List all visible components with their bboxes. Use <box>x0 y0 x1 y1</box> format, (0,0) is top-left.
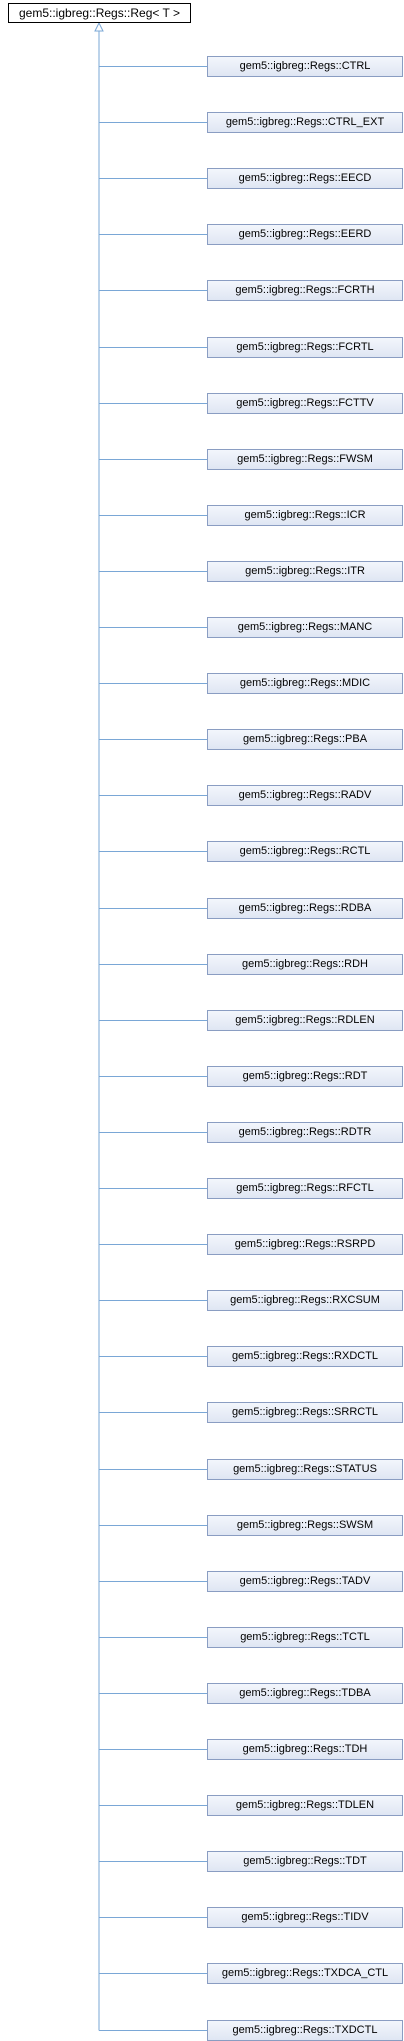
base-class-node[interactable]: gem5::igbreg::Regs::Reg< T > <box>8 3 191 23</box>
derived-class-node[interactable]: gem5::igbreg::Regs::SWSM <box>207 1515 403 1536</box>
derived-class-node[interactable]: gem5::igbreg::Regs::TCTL <box>207 1627 403 1648</box>
derived-class-node[interactable]: gem5::igbreg::Regs::RDH <box>207 954 403 975</box>
derived-class-node[interactable]: gem5::igbreg::Regs::TDBA <box>207 1683 403 1704</box>
derived-class-node[interactable]: gem5::igbreg::Regs::RDBA <box>207 898 403 919</box>
derived-class-node[interactable]: gem5::igbreg::Regs::FCRTL <box>207 337 403 358</box>
derived-class-node[interactable]: gem5::igbreg::Regs::MANC <box>207 617 403 638</box>
derived-class-node[interactable]: gem5::igbreg::Regs::RADV <box>207 785 403 806</box>
derived-class-node[interactable]: gem5::igbreg::Regs::RFCTL <box>207 1178 403 1199</box>
derived-class-node[interactable]: gem5::igbreg::Regs::RXCSUM <box>207 1290 403 1311</box>
derived-class-node[interactable]: gem5::igbreg::Regs::TADV <box>207 1571 403 1592</box>
derived-class-node[interactable]: gem5::igbreg::Regs::RCTL <box>207 841 403 862</box>
derived-class-node[interactable]: gem5::igbreg::Regs::RDLEN <box>207 1010 403 1031</box>
derived-class-node[interactable]: gem5::igbreg::Regs::FWSM <box>207 449 403 470</box>
derived-class-node[interactable]: gem5::igbreg::Regs::CTRL <box>207 56 403 77</box>
derived-class-node[interactable]: gem5::igbreg::Regs::SRRCTL <box>207 1402 403 1423</box>
derived-class-node[interactable]: gem5::igbreg::Regs::TIDV <box>207 1907 403 1928</box>
derived-class-node[interactable]: gem5::igbreg::Regs::ICR <box>207 505 403 526</box>
derived-class-node[interactable]: gem5::igbreg::Regs::MDIC <box>207 673 403 694</box>
derived-class-node[interactable]: gem5::igbreg::Regs::TDT <box>207 1851 403 1872</box>
derived-class-node[interactable]: gem5::igbreg::Regs::CTRL_EXT <box>207 112 403 133</box>
derived-class-node[interactable]: gem5::igbreg::Regs::PBA <box>207 729 403 750</box>
derived-class-node[interactable]: gem5::igbreg::Regs::RSRPD <box>207 1234 403 1255</box>
derived-class-node[interactable]: gem5::igbreg::Regs::FCRTH <box>207 280 403 301</box>
derived-class-node[interactable]: gem5::igbreg::Regs::EECD <box>207 168 403 189</box>
derived-class-node[interactable]: gem5::igbreg::Regs::RDTR <box>207 1122 403 1143</box>
derived-class-node[interactable]: gem5::igbreg::Regs::RXDCTL <box>207 1346 403 1367</box>
derived-class-node[interactable]: gem5::igbreg::Regs::STATUS <box>207 1459 403 1480</box>
derived-class-node[interactable]: gem5::igbreg::Regs::RDT <box>207 1066 403 1087</box>
derived-class-node[interactable]: gem5::igbreg::Regs::FCTTV <box>207 393 403 414</box>
derived-class-node[interactable]: gem5::igbreg::Regs::TDH <box>207 1739 403 1760</box>
inheritance-arrowhead <box>94 21 104 32</box>
derived-class-node[interactable]: gem5::igbreg::Regs::ITR <box>207 561 403 582</box>
derived-class-node[interactable]: gem5::igbreg::Regs::TXDCA_CTL <box>207 1963 403 1984</box>
derived-class-node[interactable]: gem5::igbreg::Regs::EERD <box>207 224 403 245</box>
derived-class-node[interactable]: gem5::igbreg::Regs::TDLEN <box>207 1795 403 1816</box>
derived-class-node[interactable]: gem5::igbreg::Regs::TXDCTL <box>207 2020 403 2041</box>
